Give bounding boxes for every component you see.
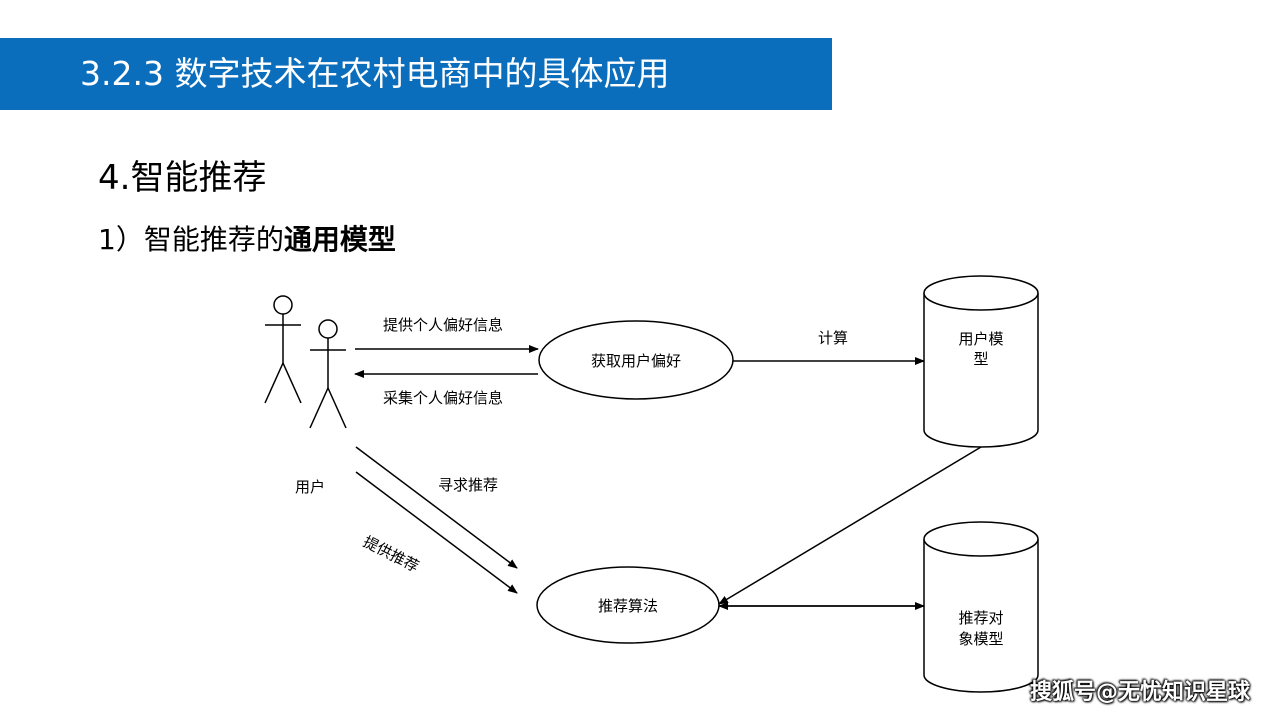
process-recommend-label: 推荐算法: [598, 597, 658, 615]
subheading-prefix: 1）智能推荐的: [98, 223, 284, 256]
store-user-model-node: [923, 275, 1039, 448]
edge-provide-info-label: 提供个人偏好信息: [383, 316, 503, 334]
store-user-model-label-line1: 用户模: [958, 330, 1003, 348]
title-bar: 3.2.3 数字技术在农村电商中的具体应用: [0, 38, 832, 110]
watermark: 搜狐号@无忧知识星球: [1029, 680, 1250, 705]
store-user-model-label-line2: 型: [973, 350, 988, 368]
slide-title: 3.2.3 数字技术在农村电商中的具体应用: [80, 54, 670, 93]
edge-collect-info-label: 采集个人偏好信息: [383, 389, 503, 407]
section-heading: 4.智能推荐: [98, 158, 267, 198]
edge-seek-label: 寻求推荐: [438, 476, 498, 494]
process-get-preference-label: 获取用户偏好: [591, 352, 681, 370]
process-get-preference-node: [538, 320, 734, 400]
store-object-model-label-line1: 推荐对: [958, 609, 1003, 627]
edge-user-model-to-algorithm-arrow: [718, 446, 982, 605]
edge-provide-rec-label: 提供推荐: [360, 533, 422, 576]
subheading-bold: 通用模型: [283, 223, 396, 256]
edge-seek-arrow: [355, 446, 518, 569]
store-object-model-label-line2: 象模型: [958, 630, 1003, 648]
edge-provide-rec-arrow: [355, 471, 518, 594]
subsection-heading: 1）智能推荐的通用模型: [98, 218, 396, 258]
actor-label: 用户: [295, 478, 325, 496]
edge-compute-label: 计算: [818, 329, 848, 347]
user-actor-icon-front: [309, 319, 347, 429]
user-actor-icon-back: [264, 295, 302, 404]
store-object-model-node: [923, 521, 1039, 693]
